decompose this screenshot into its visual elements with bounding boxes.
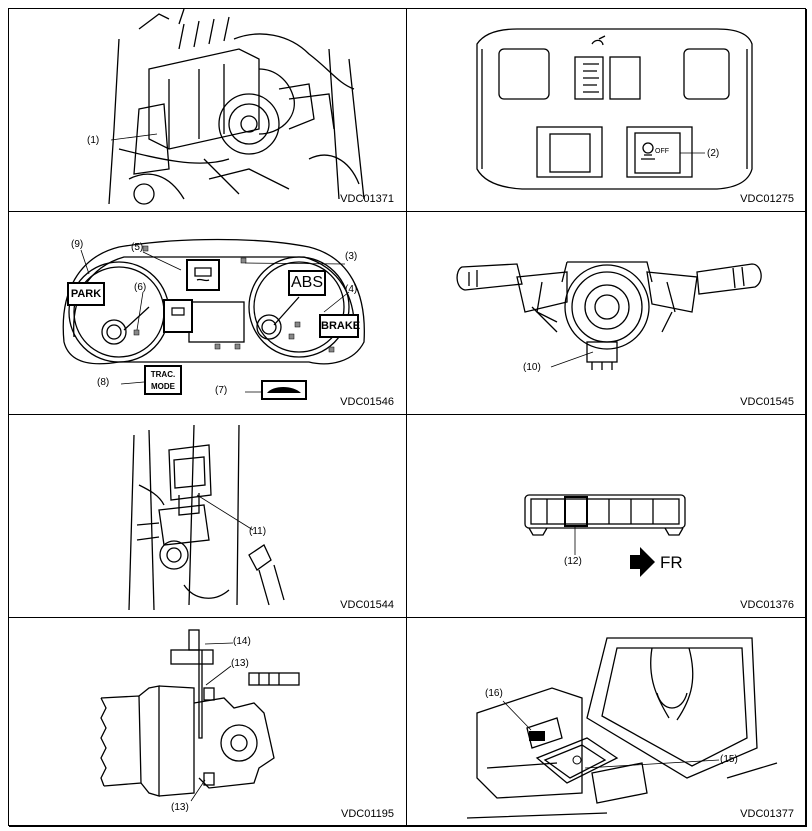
figure-code: VDC01545 [740,396,794,408]
panel-off-switch: OFF (2) VDC01275 [407,9,807,212]
callout-13-bottom: (13) [171,802,189,813]
figure-code: VDC01377 [740,808,794,820]
trac-mode-line-1: TRAC. [150,370,176,379]
panel-combination-meter: (9) (5) (3) (4) (6) (8) (7) PARK ABS BRA… [9,212,407,415]
center-console-illustration [466,637,778,819]
callout-15: (15) [720,754,738,765]
callout-7: (7) [215,385,228,396]
figure-code: VDC01195 [341,808,394,820]
callout-14: (14) [233,636,251,647]
panel-steering-angle-sensor: (10) VDC01545 [407,212,807,415]
callout-12: (12) [564,556,582,567]
switch-off-text: OFF [655,148,669,155]
callout-8: (8) [97,377,110,388]
callout-5: (5) [131,242,144,253]
combination-switch-illustration [456,261,762,370]
abs-indicator-label: ABS [288,270,326,296]
front-direction-label: FR [660,553,683,572]
panel-connector: (12) FR VDC01376 [407,415,807,618]
figure-code: VDC01371 [340,193,394,205]
panel-yaw-sensor: (11) VDC01544 [9,415,407,618]
callout-11: (11) [249,526,267,537]
panel-center-console: (16) (15) VDC01377 [407,618,807,827]
callout-2: (2) [707,148,720,159]
callout-16: (16) [485,688,503,699]
callout-3: (3) [345,251,358,262]
figure-grid: (1) VDC01371 OFF (2) [8,8,807,827]
console-illustration [476,28,753,190]
park-indicator-label: PARK [67,282,105,306]
yaw-sensor-illustration [128,424,285,611]
callout-13-top: (13) [231,658,249,669]
panel-wheel-speed-sensor: (14) (13) (13) VDC01195 [9,618,407,827]
connector-illustration [524,494,686,577]
trac-mode-line-2: MODE [151,382,175,391]
figure-code: VDC01544 [340,599,394,611]
figure-code: VDC01546 [340,396,394,408]
callout-9: (9) [71,239,84,250]
panel-hydraulic-unit: (1) VDC01371 [9,9,407,212]
trac-mode-indicator-label: TRAC. MODE [144,365,182,395]
brake-indicator-label: BRAKE [319,314,360,338]
callout-1: (1) [87,135,100,146]
hydraulic-unit-illustration [108,9,365,205]
figure-code: VDC01275 [740,193,794,205]
wheel-hub-illustration [100,629,300,802]
figure-code: VDC01376 [740,599,794,611]
callout-6: (6) [134,282,147,293]
callout-10: (10) [523,362,541,373]
callout-4: (4) [345,284,358,295]
